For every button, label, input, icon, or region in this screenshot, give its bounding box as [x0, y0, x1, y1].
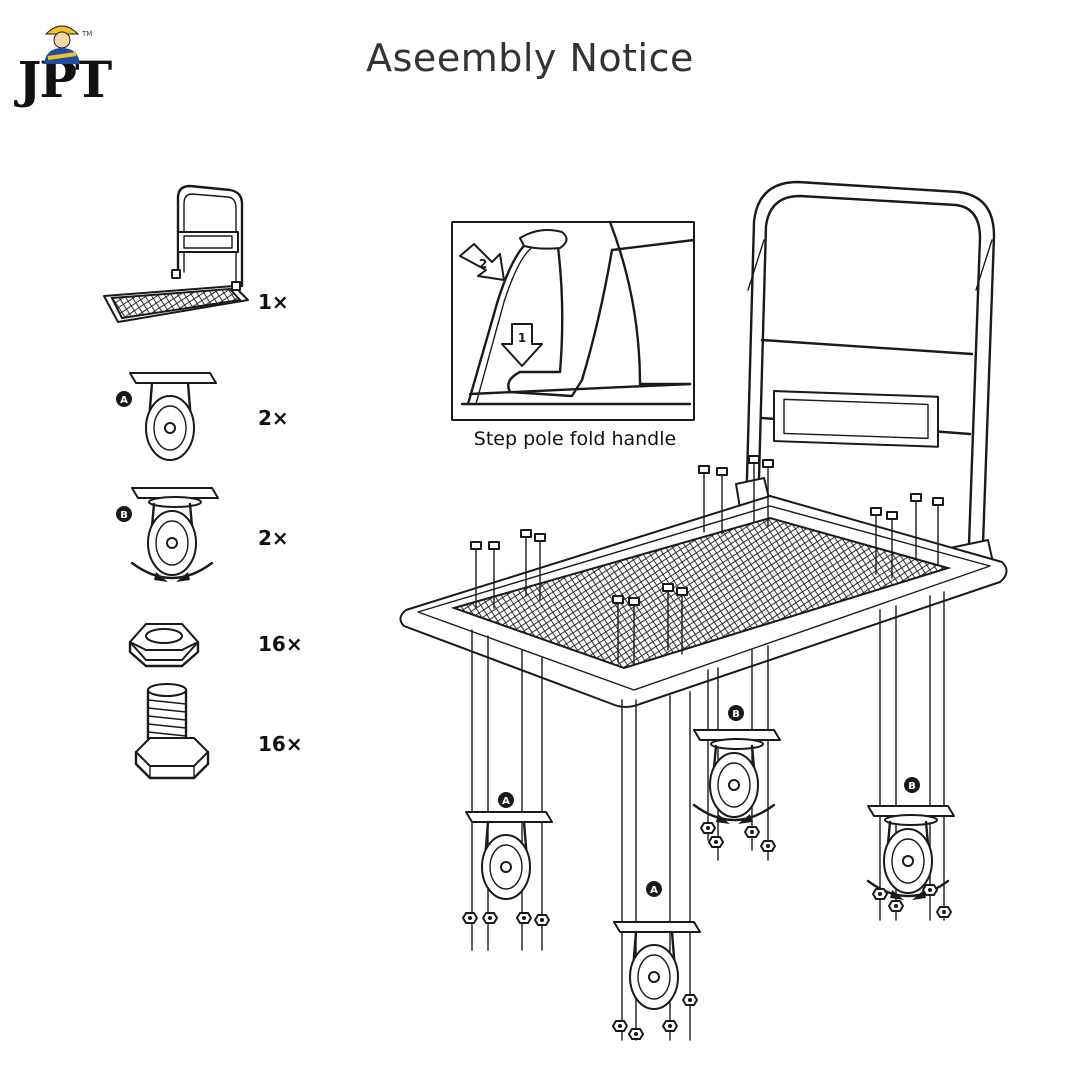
inset-step-1-label: 1 [518, 331, 526, 345]
inset-caption: Step pole fold handle [473, 428, 677, 450]
assembly-caster-label: A [502, 796, 510, 807]
part-caster-b-quantity: 2× [258, 526, 289, 550]
part-caster-a-label: A [120, 395, 128, 406]
logo-figure-icon [44, 25, 80, 64]
fold-handle-inset-illustration [451, 220, 696, 421]
part-hex-nut-quantity: 16× [258, 632, 303, 656]
inset-step-2-label: 2 [479, 257, 487, 271]
part-caster-a-quantity: 2× [258, 406, 289, 430]
page-title: Aseembly Notice [366, 36, 694, 80]
assembly-caster-label: A [650, 885, 658, 896]
part-hex-bolt-quantity: 16× [258, 732, 303, 756]
part-caster-a-illustration [128, 371, 218, 462]
part-hex-nut-illustration [128, 623, 200, 668]
part-caster-a-label-badge [116, 391, 132, 407]
assembly-caster-label: B [908, 781, 916, 792]
part-trolley-quantity: 1× [258, 290, 289, 314]
part-caster-b-illustration [130, 486, 220, 584]
main-assembly-illustration [399, 180, 1008, 1041]
part-caster-b-label-badge [116, 506, 132, 522]
assembly-caster-label: B [732, 709, 740, 720]
part-hex-bolt-illustration [134, 683, 210, 780]
part-caster-b-label: B [120, 510, 128, 521]
trademark-mark: TM [82, 30, 93, 38]
part-trolley-illustration [103, 184, 249, 323]
